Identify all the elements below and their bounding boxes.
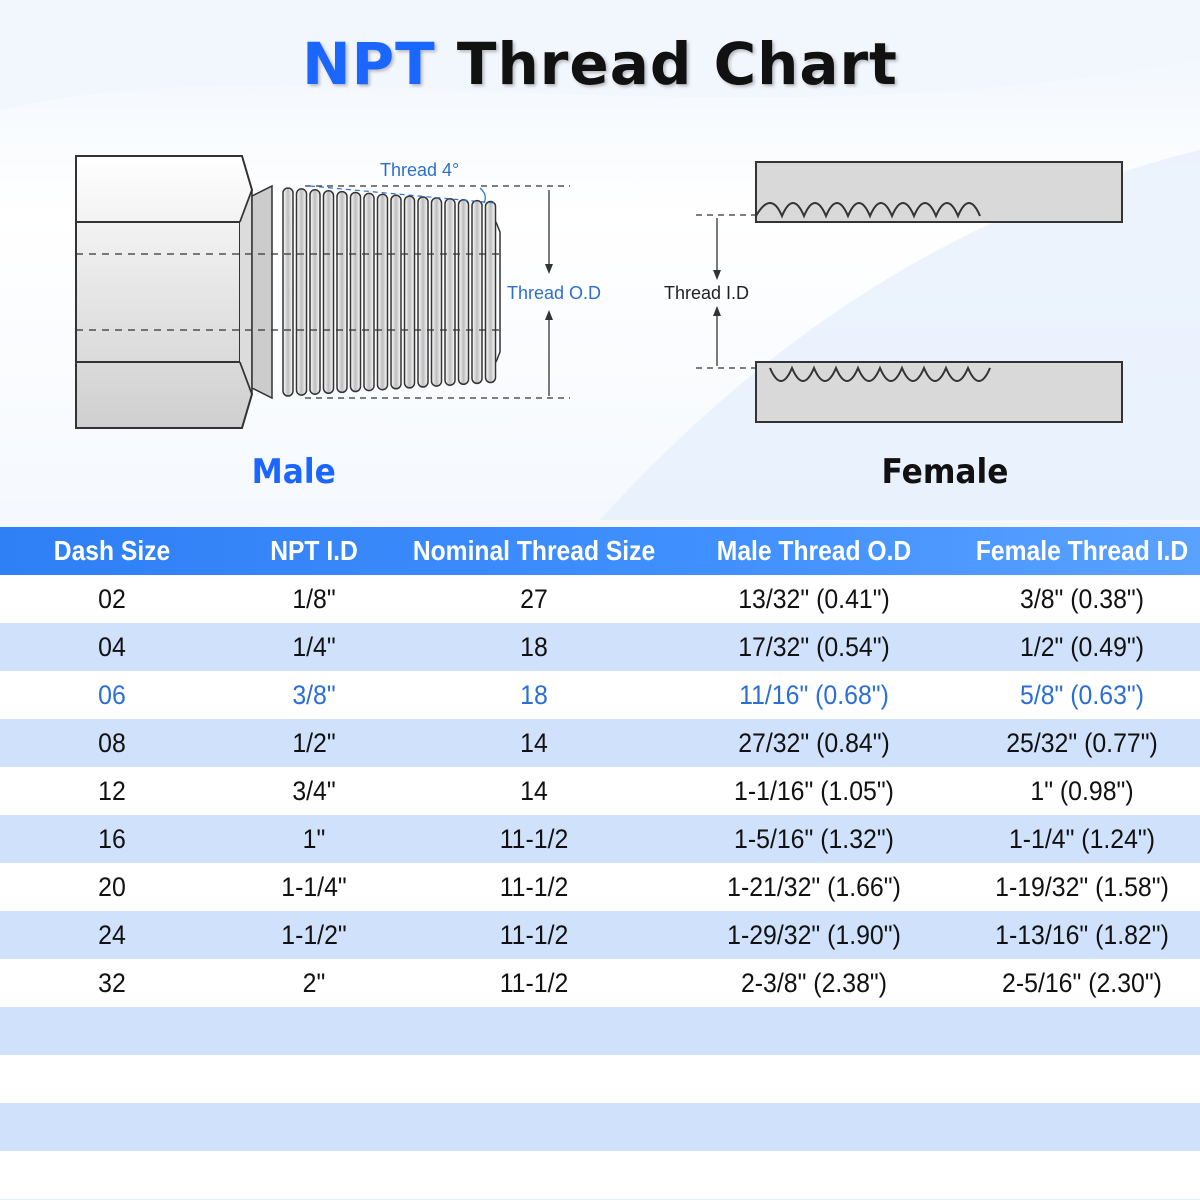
cell-male-thread-od: 1-5/16" (1.32") xyxy=(734,823,894,854)
cell-female-thread-id: 3/8" (0.38") xyxy=(1020,583,1144,614)
male-thread-crest xyxy=(430,197,443,387)
header-female-thread-id: Female Thread I.D xyxy=(975,535,1189,566)
page-title: NPT Thread Chart xyxy=(0,30,1200,98)
thread-od-label: Thread O.D xyxy=(507,283,601,303)
npt-thread-table: Dash Size NPT I.D Nominal Thread Size Ma… xyxy=(0,527,1200,1199)
cell-npt-id: 1" xyxy=(302,823,326,854)
cell-male-thread-od: 1-21/32" (1.66") xyxy=(727,871,901,902)
cell-nominal-thread-size: 11-1/2 xyxy=(499,967,569,998)
cell-nominal-thread-size: 14 xyxy=(520,775,548,806)
cell-female-thread-id: 1" (0.98") xyxy=(1030,775,1134,806)
table-filler-row xyxy=(0,1151,1200,1199)
cell-dash-size: 20 xyxy=(98,871,126,902)
header-nominal-thread-size: Nominal Thread Size xyxy=(412,535,656,566)
cell-dash-size: 24 xyxy=(98,919,126,950)
cell-female-thread-id: 1-19/32" (1.58") xyxy=(995,871,1169,902)
female-thread-top xyxy=(755,202,981,219)
cell-nominal-thread-size: 11-1/2 xyxy=(499,823,569,854)
thread-id-label: Thread I.D xyxy=(664,283,749,303)
table-row: 12 3/4" 14 1-1/16" (1.05") 1" (0.98") xyxy=(0,767,1200,815)
table-filler-row xyxy=(0,1103,1200,1151)
cell-nominal-thread-size: 27 xyxy=(520,583,548,614)
thread-angle-label: Thread 4° xyxy=(380,160,459,180)
table-row: 32 2" 11-1/2 2-3/8" (2.38") 2-5/16" (2.30") xyxy=(0,959,1200,1007)
cell-npt-id: 1-1/4" xyxy=(281,871,347,902)
cell-npt-id: 1/2" xyxy=(292,727,336,758)
cell-male-thread-od: 27/32" (0.84") xyxy=(738,727,890,758)
table-row: 04 1/4" 18 17/32" (0.54") 1/2" (0.49") xyxy=(0,623,1200,671)
thread-diagram: Thread 4° Thread O.D Thread I.D xyxy=(75,155,1123,429)
table-filler-row xyxy=(0,1007,1200,1055)
male-thread-crest xyxy=(295,188,308,396)
cell-dash-size: 08 xyxy=(98,727,126,758)
cell-male-thread-od: 17/32" (0.54") xyxy=(738,631,890,662)
male-thread-crest xyxy=(349,191,362,393)
cell-nominal-thread-size: 18 xyxy=(520,679,548,710)
cell-dash-size: 04 xyxy=(98,631,126,662)
cell-female-thread-id: 1-1/4" (1.24") xyxy=(1008,823,1156,854)
table-row: 16 1" 11-1/2 1-5/16" (1.32") 1-1/4" (1.24") xyxy=(0,815,1200,863)
female-caption: Female xyxy=(881,452,1009,492)
table-row: 02 1/8" 27 13/32" (0.41") 3/8" (0.38") xyxy=(0,575,1200,623)
cell-male-thread-od: 1-1/16" (1.05") xyxy=(734,775,894,806)
table-row: 20 1-1/4" 11-1/2 1-21/32" (1.66") 1-19/32" (… xyxy=(0,863,1200,911)
cell-nominal-thread-size: 18 xyxy=(520,631,548,662)
cell-dash-size: 16 xyxy=(98,823,126,854)
male-thread-crest xyxy=(457,198,470,386)
female-fitting xyxy=(696,161,1123,423)
cell-dash-size: 12 xyxy=(98,775,126,806)
female-thread-bottom xyxy=(769,365,991,382)
male-thread-crest xyxy=(444,198,456,386)
cell-nominal-thread-size: 11-1/2 xyxy=(499,871,569,902)
male-thread-crest xyxy=(390,194,402,390)
cell-npt-id: 1/4" xyxy=(292,631,336,662)
male-caption: Male xyxy=(251,452,336,492)
cell-male-thread-od: 13/32" (0.41") xyxy=(738,583,890,614)
title-rest: Thread Chart xyxy=(456,30,898,98)
cell-npt-id: 2" xyxy=(302,967,326,998)
cell-female-thread-id: 5/8" (0.63") xyxy=(1020,679,1144,710)
table-row: 24 1-1/2" 11-1/2 1-29/32" (1.90") 1-13/16" (… xyxy=(0,911,1200,959)
cell-dash-size: 02 xyxy=(98,583,126,614)
male-thread-crest xyxy=(471,199,483,385)
male-thread-crest xyxy=(376,193,389,391)
table-row: 06 3/8" 18 11/16" (0.68") 5/8" (0.63") xyxy=(0,671,1200,719)
cell-npt-id: 3/8" xyxy=(292,679,336,710)
cell-male-thread-od: 1-29/32" (1.90") xyxy=(727,919,901,950)
male-thread-crest xyxy=(282,187,294,397)
cell-npt-id: 3/4" xyxy=(292,775,336,806)
male-thread-crest xyxy=(309,189,321,395)
cell-nominal-thread-size: 11-1/2 xyxy=(499,919,569,950)
header-npt-id: NPT I.D xyxy=(270,535,358,566)
male-thread-crest xyxy=(403,195,416,389)
cell-female-thread-id: 25/32" (0.77") xyxy=(1006,727,1158,758)
male-thread-crest xyxy=(322,189,335,395)
header-male-thread-od: Male Thread O.D xyxy=(716,535,912,566)
cell-dash-size: 06 xyxy=(98,679,126,710)
cell-nominal-thread-size: 14 xyxy=(520,727,548,758)
cell-npt-id: 1-1/2" xyxy=(281,919,347,950)
table-header: Dash Size NPT I.D Nominal Thread Size Ma… xyxy=(0,527,1200,575)
male-thread-crest xyxy=(484,200,497,384)
cell-male-thread-od: 11/16" (0.68") xyxy=(739,679,889,710)
male-thread-crest xyxy=(336,190,348,394)
male-thread-crest xyxy=(363,192,375,392)
cell-male-thread-od: 2-3/8" (2.38") xyxy=(740,967,888,998)
cell-female-thread-id: 1/2" (0.49") xyxy=(1020,631,1144,662)
male-fitting xyxy=(75,155,570,429)
table-row: 08 1/2" 14 27/32" (0.84") 25/32" (0.77") xyxy=(0,719,1200,767)
male-thread-crest xyxy=(417,196,429,388)
title-accent: NPT xyxy=(302,30,436,98)
table-body: 02 1/8" 27 13/32" (0.41") 3/8" (0.38") 04 1/4"… xyxy=(0,575,1200,1007)
header-dash-size: Dash Size xyxy=(53,535,171,566)
cell-npt-id: 1/8" xyxy=(292,583,336,614)
female-thread-crests xyxy=(755,202,991,382)
table-filler-row xyxy=(0,1055,1200,1103)
cell-dash-size: 32 xyxy=(98,967,126,998)
cell-female-thread-id: 2-5/16" (2.30") xyxy=(1002,967,1162,998)
cell-female-thread-id: 1-13/16" (1.82") xyxy=(995,919,1169,950)
male-thread-crests xyxy=(282,187,501,397)
